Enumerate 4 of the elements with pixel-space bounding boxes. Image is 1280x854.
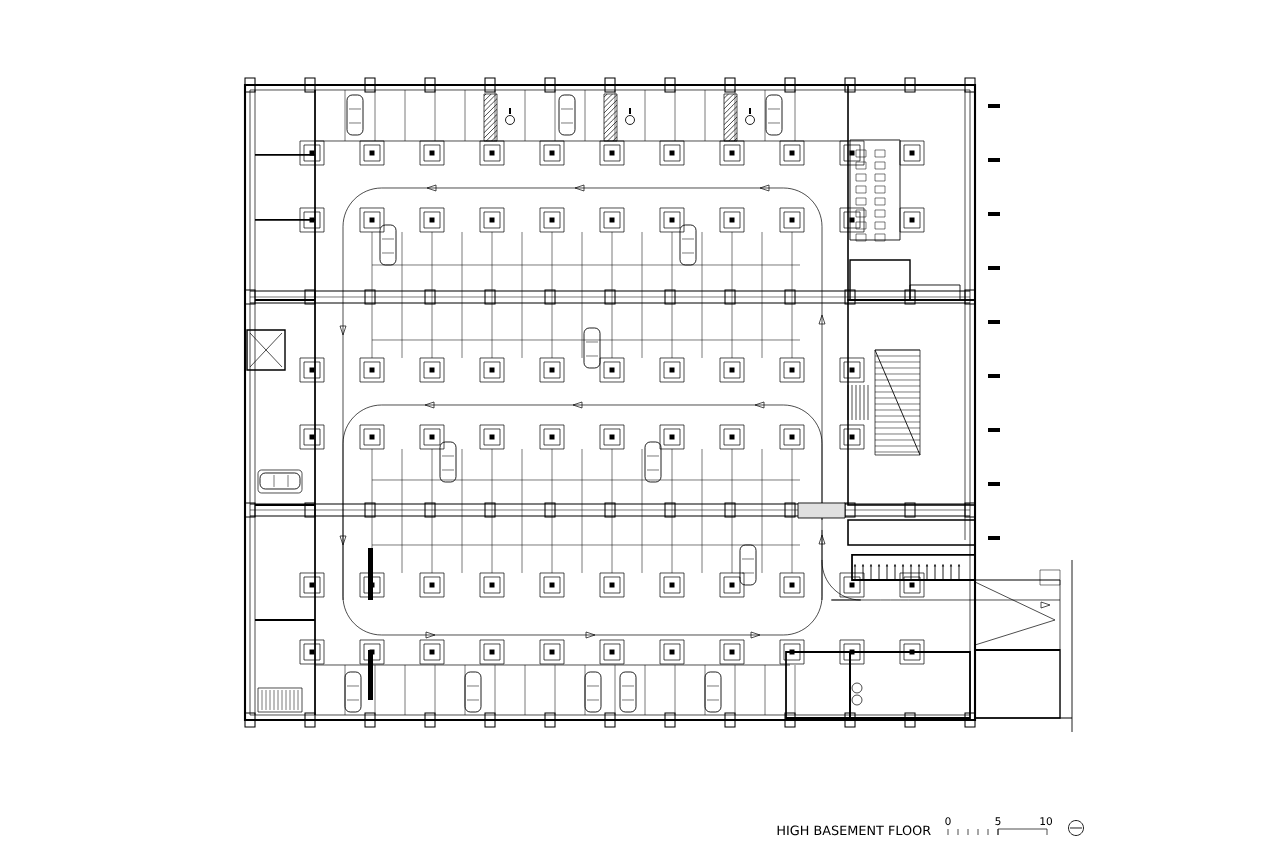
scale-label: 0 bbox=[945, 817, 951, 826]
scale-label: 5 bbox=[995, 817, 1001, 826]
scale-label: 10 bbox=[1040, 817, 1052, 826]
plan-title: HIGH BASEMENT FLOOR bbox=[777, 825, 931, 836]
